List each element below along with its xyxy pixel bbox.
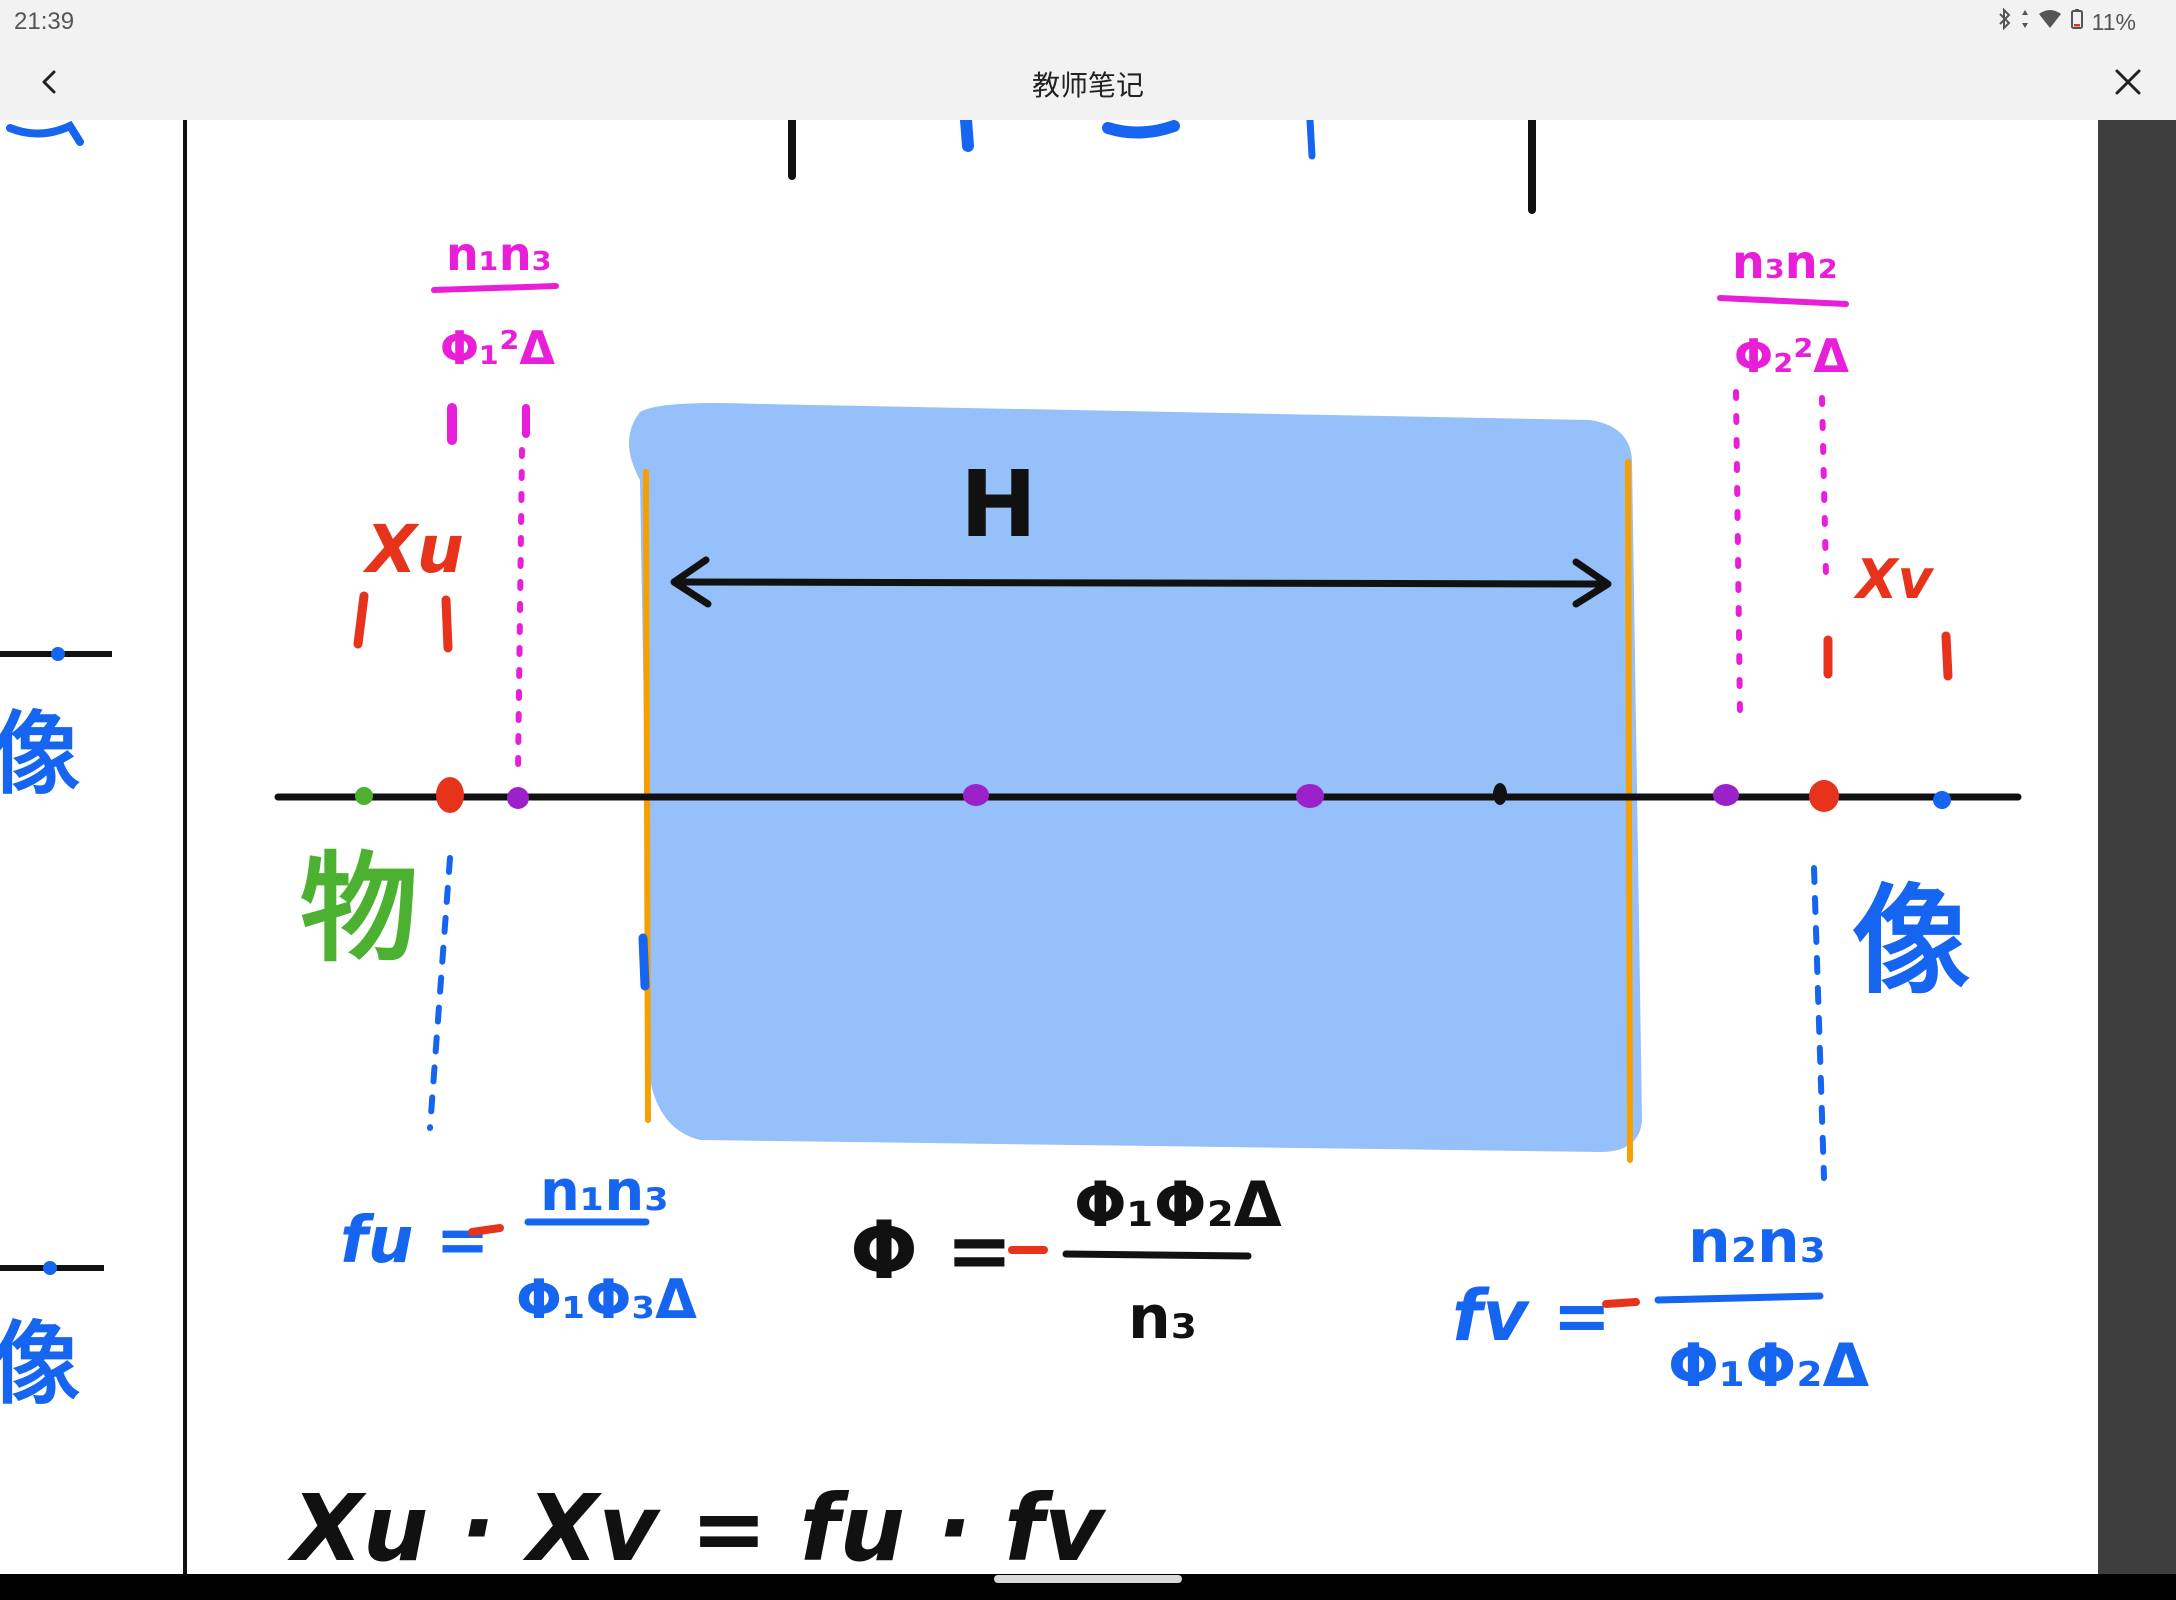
image-label-left-fragment-2: 像 bbox=[0, 1312, 80, 1417]
f-v-numerator: n₂n₃ bbox=[1688, 1207, 1826, 1277]
f-v-denominator: Φ₁Φ₂Δ bbox=[1668, 1331, 1870, 1401]
f-v-lhs: fv = bbox=[1452, 1275, 1611, 1357]
f-u-denominator: Φ₁Φ₃Δ bbox=[516, 1268, 697, 1331]
x-v-label: Xv bbox=[1853, 548, 1935, 611]
phi-numerator: Φ₁Φ₂Δ bbox=[1074, 1168, 1282, 1241]
close-button[interactable] bbox=[2102, 56, 2154, 108]
handwritten-optics-diagram: 像 像 H n₁n₃ Φ₁²Δ X bbox=[0, 120, 2022, 1574]
battery-icon bbox=[2070, 8, 2084, 36]
left-top-fraction-numerator: n₁n₃ bbox=[446, 227, 552, 281]
f-u-lhs: fu = bbox=[340, 1204, 489, 1278]
scrollbar[interactable] bbox=[2098, 120, 2176, 1574]
close-icon bbox=[2115, 69, 2141, 95]
page-title: 教师笔记 bbox=[1031, 69, 1144, 102]
title-bar: 教师笔记 bbox=[0, 44, 2176, 120]
battery-percent: 11% bbox=[2091, 8, 2136, 35]
right-top-fraction-denominator: Φ₂²Δ bbox=[1734, 329, 1849, 383]
right-top-fraction-numerator: n₃n₂ bbox=[1732, 235, 1838, 289]
lens-region bbox=[629, 403, 1642, 1152]
object-label: 物 bbox=[300, 840, 418, 978]
back-button[interactable] bbox=[24, 56, 76, 108]
f-u-numerator: n₁n₃ bbox=[540, 1159, 669, 1224]
data-arrows-icon bbox=[2020, 8, 2030, 36]
status-icons: 11% bbox=[1998, 7, 2136, 36]
note-canvas[interactable]: 像 像 H n₁n₃ Φ₁²Δ X bbox=[0, 120, 2098, 1574]
phi-lhs: Φ = bbox=[850, 1204, 1013, 1297]
home-indicator[interactable] bbox=[994, 1575, 1182, 1583]
left-top-fraction-denominator: Φ₁²Δ bbox=[440, 321, 555, 375]
bluetooth-icon bbox=[1998, 7, 2012, 36]
image-label-left-fragment-1: 像 bbox=[0, 702, 80, 807]
width-label-H: H bbox=[960, 451, 1037, 558]
image-label: 像 bbox=[1852, 872, 1970, 1010]
wifi-icon bbox=[2038, 8, 2062, 36]
status-bar: 21:39 11% bbox=[0, 0, 2176, 44]
status-time: 21:39 bbox=[14, 8, 75, 35]
phi-denominator: n₃ bbox=[1128, 1283, 1197, 1353]
bottom-formula: Xu · Xv = fu · fv bbox=[287, 1475, 1107, 1574]
chevron-left-icon bbox=[42, 70, 56, 94]
x-u-label: Xu bbox=[362, 511, 464, 588]
